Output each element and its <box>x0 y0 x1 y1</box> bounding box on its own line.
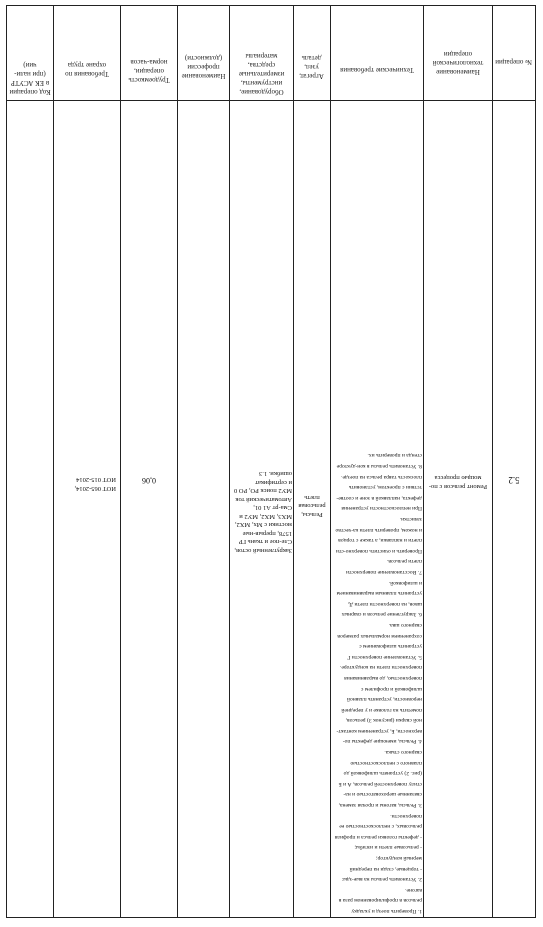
tech-step: 5. Установление поверхности Г устранить … <box>337 621 422 660</box>
header-operation-name: Наименование технологической операции <box>432 50 484 76</box>
col-border-6 <box>330 5 331 918</box>
tech-step: 4. Рельсы, имеющие дефекты по-верхности,… <box>336 664 422 745</box>
col-border-5 <box>293 5 294 918</box>
col-border-0 <box>6 5 7 918</box>
header-equipment: Оборудование, инструменты, измерительные… <box>238 52 285 96</box>
cell-unit: Рельсы, рельсовая плеть <box>298 494 326 518</box>
col-border-9 <box>535 5 536 918</box>
cell-profession <box>180 470 227 484</box>
cell-operation-name: Ремонт рельсов с по-мощью процесса <box>428 474 488 491</box>
col-border-1 <box>53 5 54 918</box>
tech-step: 7. Восстановление поверхности плети рель… <box>345 558 422 575</box>
tech-step: При неплоскостности устранения дефекта, … <box>336 473 422 512</box>
cell-labor-requirements: ИОТ 065-2014, ИОТ 015-2014 <box>74 476 116 493</box>
header-operation-number: № операции <box>495 58 532 66</box>
header-separator <box>6 100 535 101</box>
header-unit: Агрегат, узел, деталь <box>299 54 324 80</box>
table-bottom-border <box>6 917 535 918</box>
tech-step: 2. Установить рельсы на вые-зды: <box>341 876 422 883</box>
col-border-8 <box>492 5 493 918</box>
header-technical-requirements: Технические требования <box>340 66 414 74</box>
tech-step: 6. Закругление рельсов и сварных швов, н… <box>336 579 422 618</box>
table-top-border <box>6 5 535 6</box>
tech-step: - дефекты головки рельса и профиля рельс… <box>334 812 422 840</box>
col-border-4 <box>229 5 230 918</box>
cell-equipment: Закругленный остов, Сле-пое и ткань ГР 1… <box>233 470 292 555</box>
col-border-3 <box>177 5 178 918</box>
tech-step: 8. Установить рельсы в кон-дукторе стенд… <box>336 452 422 470</box>
tech-step: - рельсовые плети и изгибы; <box>354 844 422 851</box>
header-code: Код операции в ЕК АСУТР (при нали-чии) <box>9 61 51 96</box>
header-labor-requirements: Требования по охране труда <box>65 61 109 78</box>
col-border-2 <box>120 5 121 918</box>
cell-code <box>8 470 52 484</box>
col-border-7 <box>423 5 424 918</box>
header-labor-hours: Трудоемкость операции, норма-часов <box>128 58 170 84</box>
tech-step: 1. Проверить поезд и укладку рельсов в п… <box>338 886 422 914</box>
header-profession: Наименование профессии (должности) <box>181 54 226 80</box>
tech-step: - торцевые, сзади на передний мерный кон… <box>349 855 422 872</box>
tech-step: 3. Рельсы, вагоны и прочая замена, связа… <box>338 749 423 809</box>
cell-operation-number: 5.2 <box>508 475 520 485</box>
cell-labor-hours: 0,06 <box>142 476 156 485</box>
tech-step: Проверить и очистить поверхно-сти плети … <box>335 516 422 554</box>
cell-technical-requirements: 1. Проверить поезд и укладку рельсов в п… <box>334 104 422 916</box>
